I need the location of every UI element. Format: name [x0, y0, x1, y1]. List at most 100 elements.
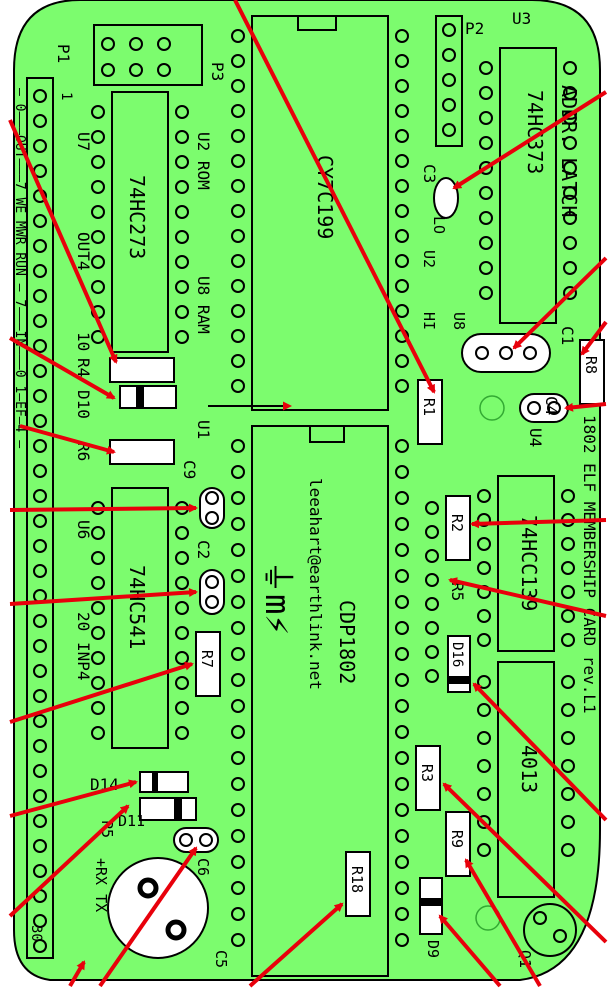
- label-inp4: INP4: [74, 642, 93, 681]
- p1-pad: [33, 539, 47, 553]
- pin-socket: [91, 551, 105, 565]
- resistor-r18: R18: [345, 851, 371, 917]
- pin-socket: [563, 236, 577, 250]
- p1-pad: [33, 289, 47, 303]
- p1-pad: [33, 339, 47, 353]
- label-c2: C2: [194, 540, 213, 559]
- pin-socket: [425, 501, 439, 515]
- p2-header: P2: [435, 15, 484, 147]
- pin-socket: [175, 676, 189, 690]
- pin-socket: [561, 675, 575, 689]
- pin-socket: [477, 489, 491, 503]
- label-c5: C5: [212, 950, 230, 968]
- pin-socket: [479, 86, 493, 100]
- pin-socket: [231, 279, 245, 293]
- pin-socket: [231, 621, 245, 635]
- p1-pad: [33, 839, 47, 853]
- pin-socket: [231, 647, 245, 661]
- pin-socket: [231, 154, 245, 168]
- label-u2: U2 ROM: [194, 132, 213, 190]
- pin-socket: [477, 731, 491, 745]
- pin-socket: [395, 517, 409, 531]
- pin-socket: [479, 236, 493, 250]
- pin-socket: [479, 136, 493, 150]
- pin-socket: [175, 180, 189, 194]
- transistor-q1: [523, 903, 577, 957]
- svg-text:R3: R3: [418, 764, 436, 782]
- pin-socket: [395, 699, 409, 713]
- pin-socket: [395, 881, 409, 895]
- pin-socket: [425, 645, 439, 659]
- svg-text:R8: R8: [582, 356, 600, 374]
- pin-socket: [231, 855, 245, 869]
- p3-header: P3: [93, 24, 227, 86]
- pin-socket: [175, 305, 189, 319]
- p1-pad: [33, 814, 47, 828]
- pin-socket: [479, 186, 493, 200]
- p1-pad: [33, 564, 47, 578]
- chip-u7: 74HC273: [111, 91, 169, 353]
- pin-socket: [231, 379, 245, 393]
- p1-pad: [33, 689, 47, 703]
- p1-pad: [33, 89, 47, 103]
- svg-text:R7: R7: [198, 650, 216, 668]
- capacitor-c5: [107, 857, 209, 959]
- pin-socket: [395, 54, 409, 68]
- capacitor-c9: [199, 487, 225, 529]
- pin-socket: [231, 543, 245, 557]
- pin-socket: [175, 526, 189, 540]
- p1-pad: [33, 389, 47, 403]
- pin-socket: [231, 129, 245, 143]
- resistor-r1: R1: [417, 379, 443, 445]
- p1-pad: [33, 489, 47, 503]
- label-p1: P1: [54, 44, 73, 63]
- pin-socket: [442, 98, 456, 112]
- pin-socket: [91, 130, 105, 144]
- pin-socket: [561, 585, 575, 599]
- pin-socket: [395, 933, 409, 947]
- pin-socket: [395, 621, 409, 635]
- pin-socket: [231, 777, 245, 791]
- p1-edge-label: — 0———OUT———7 WE MWR RUN — 7———IN———0 1—…: [12, 88, 27, 448]
- u7-part-label: 74HC273: [125, 175, 149, 259]
- pin-socket: [395, 647, 409, 661]
- pin-socket: [175, 155, 189, 169]
- pin-socket: [395, 543, 409, 557]
- svg-text:D16: D16: [449, 642, 465, 667]
- pin-socket: [175, 205, 189, 219]
- label-c6: C6: [194, 858, 212, 876]
- chip-u1: CDP1802 leeahart@earthlink.net ⏚m⚡: [251, 425, 389, 977]
- resistor-r2: R2: [445, 495, 471, 561]
- u1-email-label: leeahart@earthlink.net: [306, 478, 325, 690]
- pin-socket: [561, 537, 575, 551]
- pin-socket: [175, 601, 189, 615]
- pin-socket: [395, 104, 409, 118]
- p1-pad: [33, 789, 47, 803]
- pin-socket: [91, 651, 105, 665]
- pin-socket: [561, 815, 575, 829]
- pin-socket: [477, 843, 491, 857]
- p2-label: P2: [465, 19, 484, 38]
- label-pin30: 30: [28, 925, 44, 942]
- diode-d16: D16: [447, 635, 471, 693]
- pin-socket: [231, 465, 245, 479]
- pin-socket: [563, 161, 577, 175]
- pin-socket: [231, 304, 245, 318]
- pin-socket: [91, 105, 105, 119]
- pin-socket: [442, 48, 456, 62]
- pin-socket: [395, 279, 409, 293]
- logo-mark: ⏚m⚡: [257, 560, 297, 635]
- pin-socket: [231, 254, 245, 268]
- pin-socket: [395, 907, 409, 921]
- label-out4: OUT4: [74, 232, 93, 271]
- pin-socket: [395, 569, 409, 583]
- pin-socket: [91, 180, 105, 194]
- p1-pad: [33, 739, 47, 753]
- pin-socket: [563, 261, 577, 275]
- u1-part-label: CDP1802: [335, 600, 359, 684]
- capacitor-c2: [199, 569, 225, 615]
- pin-socket: [477, 787, 491, 801]
- pcb-board: [13, 0, 601, 981]
- pin-socket: [395, 354, 409, 368]
